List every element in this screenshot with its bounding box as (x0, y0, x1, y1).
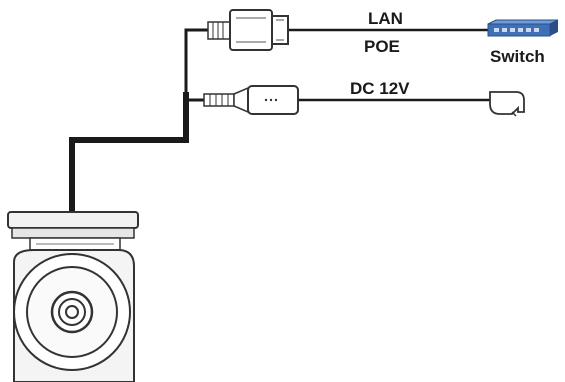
bullet-camera-icon (7, 211, 139, 382)
switch-label: Switch (490, 47, 545, 66)
dc-pigtail (184, 96, 205, 102)
dc-label: DC 12V (350, 79, 410, 98)
dc-plug-icon (203, 85, 299, 115)
network-switch-icon (487, 19, 559, 37)
power-adapter-icon (489, 91, 525, 117)
lan-label: LAN (368, 9, 403, 28)
poe-label: POE (364, 37, 400, 56)
lan-pigtail (184, 28, 210, 96)
rj45-connector-icon (207, 9, 289, 51)
main-cable (69, 92, 189, 220)
